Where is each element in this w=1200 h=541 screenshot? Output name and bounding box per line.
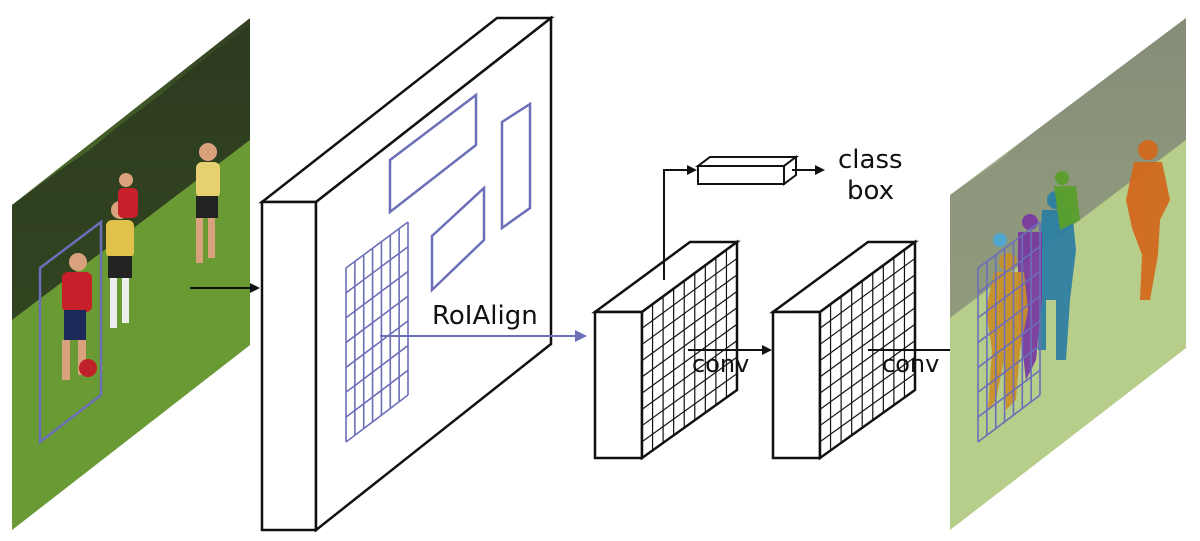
proposal-box-3 [430,185,486,293]
mask-feature-block-2 [769,239,919,461]
roialign-label: RoIAlign [432,301,538,331]
class-label: class [838,145,903,175]
head-branch-arrow [663,165,697,280]
proposal-box-1 [388,92,478,215]
roi-grid [345,221,409,443]
output-image [950,18,1186,530]
fc-layer-box [695,155,799,186]
block-2-grid [819,241,916,459]
block-1-grid [641,241,738,459]
conv-label-1: conv [692,350,749,378]
player-red-jersey [62,253,97,380]
input-image [12,18,250,530]
player-far-right [196,143,220,263]
mask-green-player [1054,171,1080,230]
feature-map-block [258,15,555,533]
roi-feature-block-1 [591,239,741,461]
mask-orange-player [1126,140,1170,300]
player-back [118,173,138,218]
input-roi-box [38,219,103,445]
conv-label-2: conv [882,350,939,378]
mask-lightblue-player [993,233,1007,247]
output-roi-grid [977,221,1041,443]
proposal-box-2 [500,101,532,231]
box-label: box [847,176,894,206]
